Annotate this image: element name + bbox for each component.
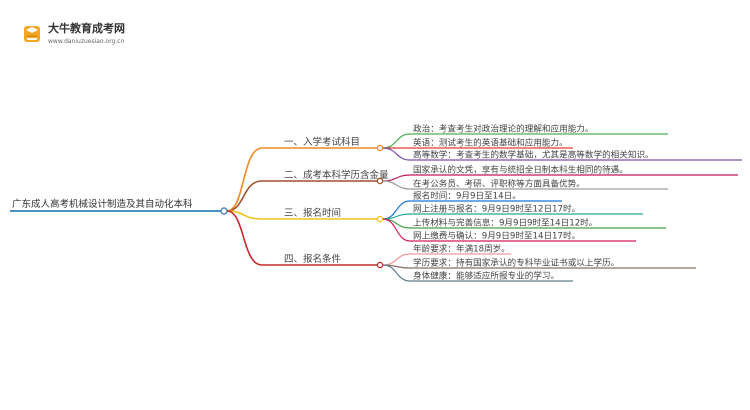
leaf-connector xyxy=(382,147,411,161)
leaf-label: 政治：考查考生对政治理论的理解和应用能力。 xyxy=(413,123,593,135)
logo-title: 大牛教育成考网 xyxy=(48,21,125,35)
leaf-label: 年龄要求：年满18周岁。 xyxy=(413,243,510,255)
branch-2: 二、成考本科学历含金量 国家承认的文凭，享有与统招全日制本科生相同的待遇。在考公务… xyxy=(226,164,738,212)
leaf-label: 国家承认的文凭，享有与统招全日制本科生相同的待遇。 xyxy=(413,164,628,176)
leaf-connector xyxy=(382,218,411,242)
branch-3: 三、报名时间 报名时间：9月9日至14日。网上注册与报名：9月9日9时至12日17… xyxy=(226,190,666,242)
leaf-label: 身体健康：能够适应所报专业的学习。 xyxy=(413,270,559,282)
leaf-label: 报名时间：9月9日至14日。 xyxy=(413,190,521,202)
root-node: 广东成人高考机械设计制造及其自动化本科 xyxy=(10,198,228,215)
leaf-connector xyxy=(382,264,411,282)
branch-label: 二、成考本科学历含金量 xyxy=(284,169,389,181)
leaf-connector xyxy=(382,213,411,220)
leaf-label: 高等数学：考查考生的数学基础，尤其是高等数学的相关知识。 xyxy=(413,149,654,161)
root-label: 广东成人高考机械设计制造及其自动化本科 xyxy=(12,198,193,210)
branch-node xyxy=(376,177,384,185)
leaf-connector xyxy=(382,253,411,266)
branch-label: 一、入学考试科目 xyxy=(284,136,360,148)
leaf-label: 网上注册与报名：9月9日9时至12日17时。 xyxy=(413,203,580,215)
branch-1: 一、入学考试科目 政治：考查考生对政治理论的理解和应用能力。英语：测试考生的英语基… xyxy=(226,123,742,212)
graduation-book-icon xyxy=(24,26,40,42)
branch-label: 三、报名时间 xyxy=(284,207,341,219)
root-connector xyxy=(220,207,228,215)
branch-connector xyxy=(226,147,263,212)
leaf-label: 上传材料与完善信息：9月9日9时至14日12时。 xyxy=(413,217,597,229)
leaf-label: 在考公务员、考研、评职称等方面具备优势。 xyxy=(413,178,585,190)
branch-label: 四、报名条件 xyxy=(284,253,342,265)
leaf-label: 英语：测试考生的英语基础和应用能力。 xyxy=(413,137,568,149)
branch-node xyxy=(376,215,384,223)
branches: 一、入学考试科目 政治：考查考生对政治理论的理解和应用能力。英语：测试考生的英语基… xyxy=(226,123,742,282)
logo-url: www.daniuzuesiao.org.cn xyxy=(48,38,124,45)
leaf-connector xyxy=(382,133,411,149)
branch-connector xyxy=(226,210,263,266)
leaf-connector xyxy=(382,180,411,190)
site-logo: 大牛教育成考网 www.daniuzuesiao.org.cn xyxy=(24,21,125,45)
leaf-label: 学历要求：持有国家承认的专科毕业证书或以上学历。 xyxy=(413,257,619,269)
branch-node xyxy=(376,144,384,152)
leaf-label: 网上缴费与确认：9月9日9时至14日17时。 xyxy=(413,230,580,242)
branch-4: 四、报名条件 年龄要求：年满18周岁。学历要求：持有国家承认的专科毕业证书或以上学… xyxy=(226,210,696,282)
branch-node xyxy=(376,261,384,269)
branch-connector xyxy=(226,180,263,212)
